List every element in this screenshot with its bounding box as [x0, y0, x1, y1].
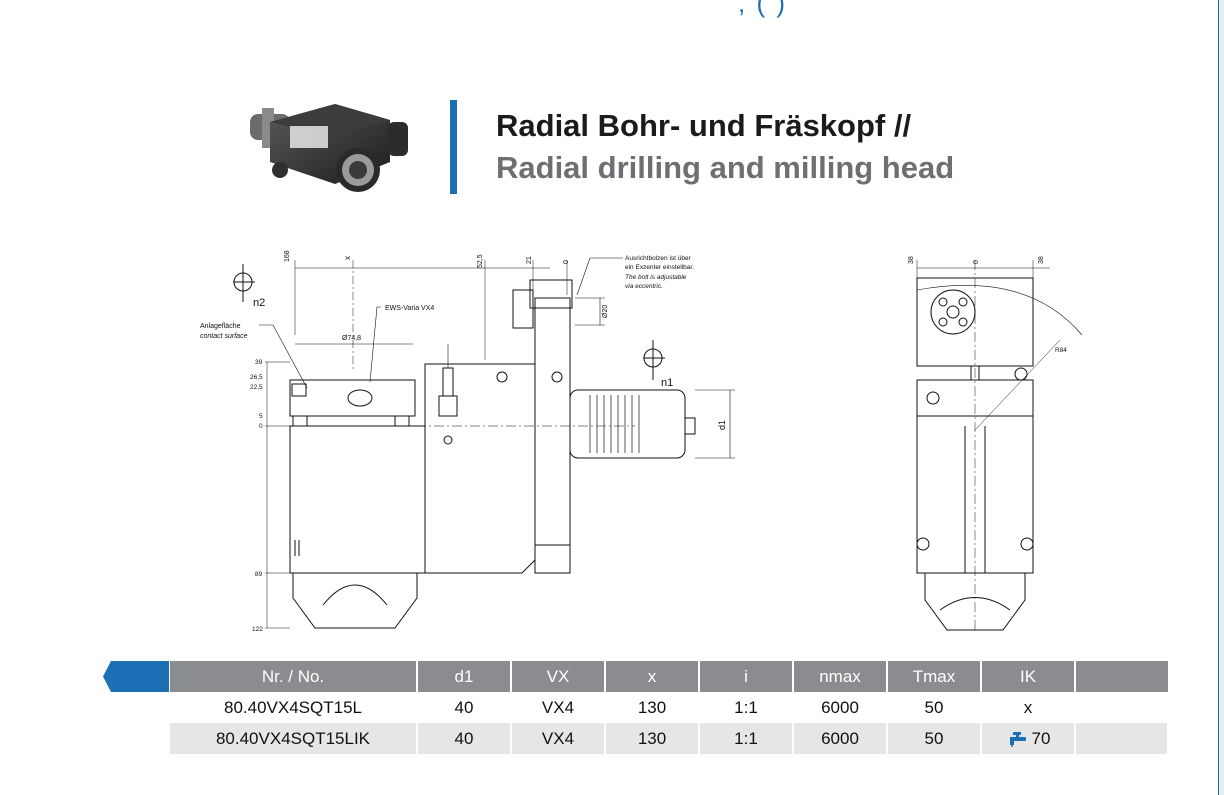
cell-nmax: 6000: [793, 723, 888, 754]
col-header-d1: d1: [417, 661, 512, 692]
cell-tmax: 50: [887, 692, 982, 723]
dim-0: 0: [563, 260, 570, 264]
title-accent-bar: [450, 100, 457, 194]
note-bolt-de-1: Ausrichtbolzen ist über: [625, 255, 692, 262]
cell-vx: VX4: [511, 692, 606, 723]
page-title-german: Radial Bohr- und Fräskopf //: [496, 108, 912, 143]
cell-i: 1:1: [699, 723, 794, 754]
product-photo: [250, 104, 408, 192]
table-row: 80.40VX4SQT15LIK 40 VX4 130 1:1 6000 50 …: [170, 723, 1169, 754]
col-header-vx: VX: [511, 661, 606, 692]
cell-vx: VX4: [511, 723, 606, 754]
cell-ik: x: [981, 692, 1076, 723]
vdim-26-5: 26,5: [250, 374, 263, 381]
cell-d1: 40: [417, 692, 512, 723]
col-header-i: i: [699, 661, 794, 692]
label-phi-74-8: Ø74,8: [342, 335, 361, 342]
cell-x: 130: [605, 723, 700, 754]
label-anlagefläche: Anlagefläche: [200, 323, 241, 330]
label-d1: d1: [717, 420, 727, 430]
cell-nr: 80.40VX4SQT15LIK: [170, 723, 418, 754]
dim-38-left: 38: [908, 256, 915, 264]
cell-i: 1:1: [699, 692, 794, 723]
cell-d1: 40: [417, 723, 512, 754]
cell-nmax: 6000: [793, 692, 888, 723]
top-text-fragment: , ( ): [738, 0, 787, 18]
dim-21: 21: [526, 256, 533, 264]
cell-x: 130: [605, 692, 700, 723]
note-bolt-en-1: The bolt is adjustable: [625, 274, 687, 281]
dim-0-right: 0: [973, 260, 980, 264]
spec-table: Nr. / No. d1 VX x i nmax Tmax IK 80.40VX…: [170, 661, 1169, 754]
col-header-x: x: [605, 661, 700, 692]
col-header-tmax: Tmax: [887, 661, 982, 692]
cell-nr: 80.40VX4SQT15L: [170, 692, 418, 723]
label-n1: n1: [661, 377, 673, 389]
table-header-row: Nr. / No. d1 VX x i nmax Tmax IK: [170, 661, 1168, 692]
cell-tmax: 50: [887, 723, 982, 754]
note-bolt-de-2: ein Exzenter einstellbar.: [625, 264, 694, 271]
note-bolt-en-2: via eccentric.: [625, 283, 663, 290]
ik-value: 70: [1031, 728, 1051, 748]
vdim-22-5: 22,5: [250, 384, 263, 391]
label-phi-20: Ø20: [602, 305, 609, 318]
dim-168: 168: [284, 250, 291, 262]
page-edge-strip: [1218, 0, 1224, 795]
label-n2: n2: [253, 297, 265, 309]
cell-ik: 70: [981, 723, 1076, 754]
vdim-89: 89: [255, 571, 263, 578]
cell-blank: [1075, 692, 1169, 723]
dim-38-right: 38: [1038, 256, 1045, 264]
technical-drawing: 168 x 52,5 21 0 n2 Anlagefläche contact …: [200, 250, 1083, 633]
col-header-nmax: nmax: [793, 661, 888, 692]
col-header-ik: IK: [981, 661, 1076, 692]
table-row: 80.40VX4SQT15L 40 VX4 130 1:1 6000 50 x: [170, 692, 1169, 723]
col-header-blank: [1075, 661, 1168, 692]
label-ews-varia: EWS-Varia VX4: [385, 305, 434, 312]
water-tap-icon: [1009, 732, 1026, 748]
label-contact-surface: contact surface: [200, 333, 248, 340]
page-title-english: Radial drilling and milling head: [496, 150, 955, 185]
col-header-nr: Nr. / No.: [170, 661, 418, 692]
label-r84: R84: [1055, 347, 1067, 354]
vdim-5: 5: [259, 413, 263, 420]
vdim-39: 39: [255, 359, 263, 366]
cell-blank: [1075, 723, 1169, 754]
vdim-0: 0: [259, 423, 263, 430]
dim-x: x: [343, 256, 352, 260]
table-tab-marker: [103, 661, 169, 692]
vdim-122: 122: [252, 626, 263, 633]
dim-52-5: 52,5: [477, 254, 484, 268]
